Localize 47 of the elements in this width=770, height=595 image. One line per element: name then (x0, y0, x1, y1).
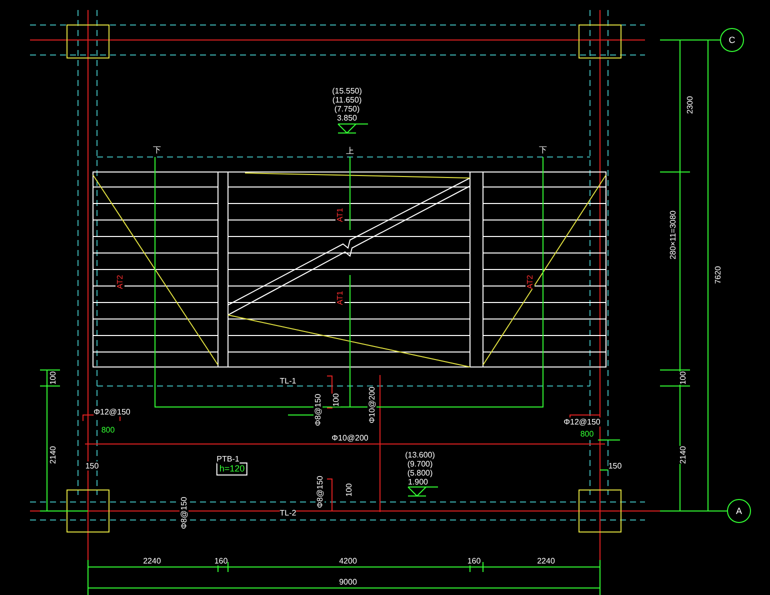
dimension-text: 2240 (537, 556, 555, 566)
elevation-value: 3.850 (336, 114, 358, 122)
dimension-text: 160 (467, 556, 481, 566)
elevation-value: (9.700) (407, 460, 433, 468)
dimension-text: 100 (332, 393, 340, 407)
rebar-label: Φ8@150 (314, 394, 322, 426)
elevation-value: (11.650) (332, 96, 362, 104)
dimension-text: 160 (214, 556, 228, 566)
dimension-text: 150 (85, 462, 99, 470)
member-label: PTB-1 (216, 454, 240, 464)
elevation-value: (15.550) (332, 86, 362, 96)
member-label: AT2 (116, 274, 124, 290)
rebar-label: Φ10@200 (332, 434, 368, 442)
elevation-value: (7.750) (334, 104, 360, 114)
direction-label: 下 (539, 146, 547, 154)
rebar-label: Φ8@150 (316, 476, 324, 508)
dimension-text: 4200 (339, 556, 357, 566)
rebar-label: Φ12@150 (94, 408, 130, 416)
rebar-label: Φ12@150 (564, 418, 600, 426)
elevation-value: (5.800) (407, 468, 433, 478)
member-label: AT1 (336, 208, 344, 222)
member-label: AT1 (336, 290, 344, 306)
dimension-text: 800 (101, 426, 115, 434)
rebar-label: Φ10@200 (368, 386, 376, 424)
axis-bubble: A (727, 499, 751, 523)
member-label: AT2 (526, 274, 534, 290)
dimension-text: 9000 (339, 578, 357, 586)
member-label: TL-2 (280, 508, 296, 518)
dimension-text: 150 (608, 462, 622, 470)
dimension-text: 2240 (143, 556, 161, 566)
dimension-text: 100 (344, 483, 354, 497)
axis-bubble: C (720, 28, 744, 52)
dimension-text: 100 (48, 371, 58, 385)
dimension-text: 7620 (714, 266, 722, 284)
dimension-text: 280×11=3080 (668, 210, 678, 260)
dimension-text: 100 (678, 371, 688, 385)
elevation-value: (13.600) (405, 450, 435, 460)
thickness-tag: h=120 (216, 462, 248, 476)
dimension-text: 2140 (678, 446, 688, 464)
direction-label: 上 (346, 146, 354, 156)
rebar-label: Φ8@150 (180, 496, 188, 530)
direction-label: 下 (153, 146, 161, 154)
dimension-text: 2300 (686, 96, 694, 114)
dimension-text: 800 (580, 430, 594, 438)
elevation-value: 1.900 (408, 478, 428, 486)
dimension-text: 2140 (48, 446, 58, 464)
member-label: TL-1 (280, 376, 296, 386)
